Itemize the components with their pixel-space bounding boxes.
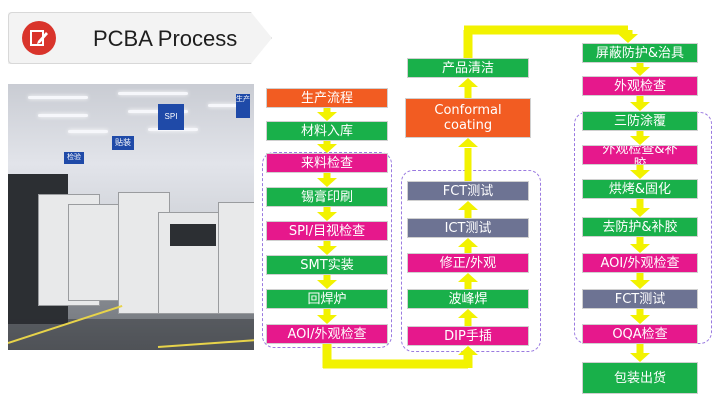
arrow-head [630,280,650,289]
step-baking-curing: 烘烤&固化 [582,179,698,199]
step-label: Conformal coating [434,103,502,133]
step-label: 材料入库 [300,123,353,139]
step-label: 三防涂覆 [613,113,666,129]
arrow-head [317,144,337,153]
step-reflow-oven: 回焊炉 [266,289,388,309]
edit-icon [22,21,56,55]
arrow-head [458,309,478,318]
step-label: ICT测试 [444,220,492,236]
step-fct-test-2: FCT测试 [582,289,698,309]
step-incoming-inspection: 来料检查 [266,153,388,173]
step-label: OQA检查 [612,326,668,342]
arrow-head [458,78,478,87]
step-label: AOI/外观检查 [600,255,680,271]
step-label: FCT测试 [614,291,666,307]
step-label: 修正/外观 [439,255,497,271]
arrow-head [458,273,478,282]
photo-sign: 贴装 [112,136,134,150]
photo-sign: 生产 [236,94,250,118]
photo-sign: 检验 [64,152,84,164]
arrow-head [317,112,337,121]
step-wave-soldering: 波峰焊 [407,289,529,309]
step-ict-test: ICT测试 [407,218,529,238]
step-label: 包装出货 [613,370,666,386]
arrow-head [458,138,478,147]
step-label: 回焊炉 [307,291,347,307]
step-remove-protection-glue: 去防护&补胶 [582,217,698,237]
step-dip-manual-insert: DIP手插 [407,326,529,346]
step-label: DIP手插 [444,328,492,344]
arrow-head [630,353,650,362]
arrow-head [458,201,478,210]
arrow-head [317,315,337,324]
step-spi-visual-check: SPI/目视检查 [266,221,388,241]
step-solder-paste-printing: 锡膏印刷 [266,187,388,207]
step-material-inbound: 材料入库 [266,121,388,141]
step-label: AOI/外观检查 [287,326,367,342]
factory-photo: SPI 贴装 生产 检验 [8,84,254,350]
step-label: SPI/目视检查 [288,223,366,239]
step-packing-shipping: 包装出货 [582,362,698,394]
step-product-cleaning: 产品清洁 [407,58,529,78]
step-label: SMT实装 [300,257,354,273]
step-label: 生产流程 [300,90,353,106]
step-label: FCT测试 [442,183,494,199]
step-appearance-check-glue: 外观检查&补胶 [582,145,698,165]
arrow-head [618,34,638,43]
step-aoi-appearance-check-2: AOI/外观检查 [582,253,698,273]
step-conformal-coating: Conformal coating [405,98,531,138]
photo-sign: SPI [158,104,184,130]
arrow-head [630,170,650,179]
step-oqa-inspection: OQA检查 [582,324,698,344]
arrow-head [317,280,337,289]
step-three-proof-coating: 三防涂覆 [582,111,698,131]
arrow-head [630,208,650,217]
step-label: 锡膏印刷 [300,189,353,205]
step-label: 波峰焊 [448,291,488,307]
arrow-head [317,178,337,187]
page-title: PCBA Process [93,26,238,51]
step-label: 屏蔽防护&治具 [595,45,685,61]
arrow-head [630,136,650,145]
step-label: 产品清洁 [441,60,494,76]
arrow-head [630,315,650,324]
step-fct-test: FCT测试 [407,181,529,201]
arrow-head [317,212,337,221]
arrow-head [630,244,650,253]
arrow-head [458,346,478,355]
arrow-head [630,67,650,76]
step-shielding-fixture: 屏蔽防护&治具 [582,43,698,63]
step-label: 来料检查 [300,155,353,171]
step-aoi-appearance-check: AOI/外观检查 [266,324,388,344]
step-production-flow: 生产流程 [266,88,388,108]
step-repair-appearance: 修正/外观 [407,253,529,273]
arrow-head [458,238,478,247]
step-label: 外观检查&补胶 [602,145,678,165]
step-label: 外观检查 [613,78,666,94]
step-smt-mounting: SMT实装 [266,255,388,275]
arrow-head [317,246,337,255]
step-label: 烘烤&固化 [608,181,672,197]
arrow-head [630,102,650,111]
step-appearance-check: 外观检查 [582,76,698,96]
step-label: 去防护&补胶 [602,219,678,235]
